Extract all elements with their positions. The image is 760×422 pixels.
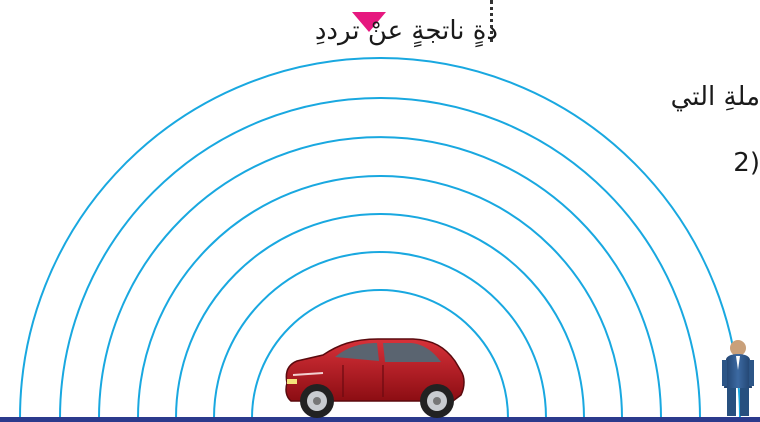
car-icon xyxy=(286,339,464,418)
text-line-2: ملةِ التي xyxy=(671,84,760,110)
person-icon xyxy=(722,340,754,416)
text-line-1: دةٍ ناتجةٍ عنْ ترددِ xyxy=(315,18,498,44)
text-line-3: (2 xyxy=(733,150,760,176)
ground-line xyxy=(0,417,760,422)
